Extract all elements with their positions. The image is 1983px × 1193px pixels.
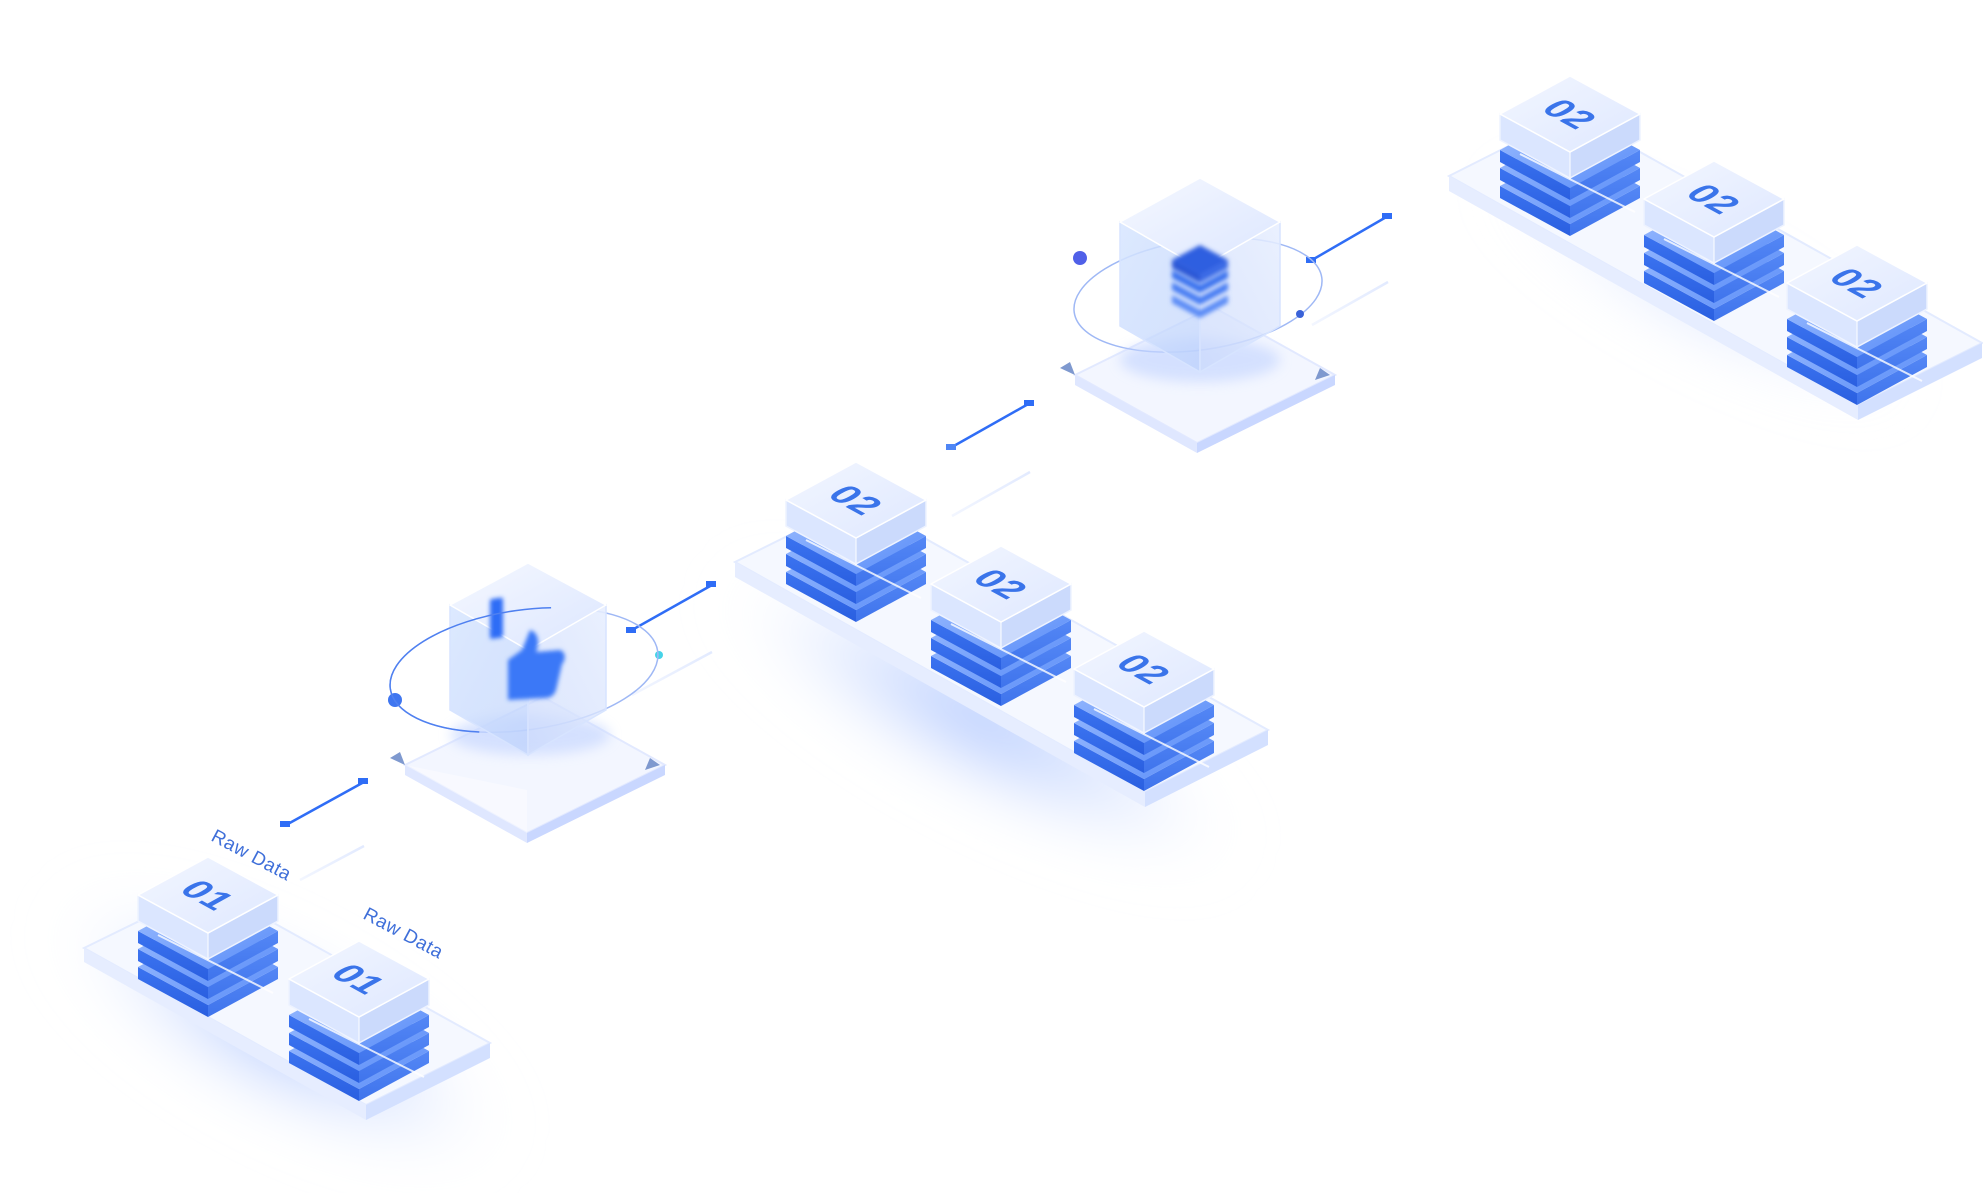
thumbs-up-icon — [490, 597, 565, 700]
stage3-data-stack: 02 — [1072, 630, 1216, 791]
stage5-data-stack: 02 — [1785, 244, 1929, 405]
stage3-data-stack: 02 — [929, 545, 1073, 706]
connector-stage3-to-cube2 — [946, 400, 1034, 518]
connector-cube1-to-stage3 — [626, 581, 716, 697]
stage1-data-stack: 01 — [136, 856, 280, 1017]
glow-stage3 — [712, 562, 1248, 878]
stage1-data-stack: 01 — [287, 940, 431, 1101]
stage5-data-stack: 02 — [1498, 75, 1642, 236]
database-stack-icon — [1172, 245, 1228, 318]
stage5-data-stack: 02 — [1642, 160, 1786, 321]
cube1 — [388, 562, 659, 757]
connector-stage1-to-cube1 — [280, 778, 368, 882]
cube2 — [1073, 177, 1323, 382]
stage3-data-stack: 02 — [784, 461, 928, 622]
